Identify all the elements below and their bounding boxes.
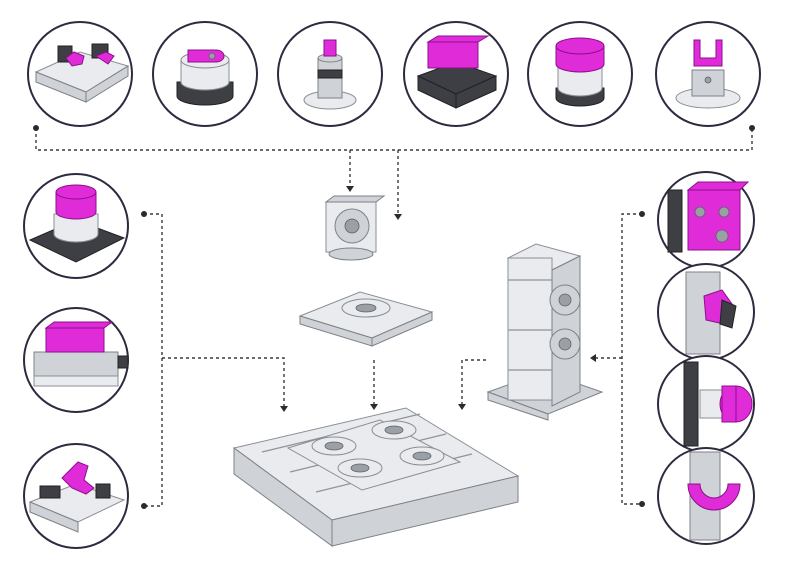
connector-left-to-table [162,357,285,406]
vise-body [33,351,119,377]
block-bore [715,229,729,243]
component-vise-with-magenta-block [23,307,129,413]
block-bore [694,206,706,218]
workpiece-cylinder-top [555,37,605,55]
component-base-plate-with-magenta-cylinder [23,173,129,279]
workpiece-block-top [44,321,114,329]
fixture-plate-side [85,65,129,103]
clamp-arm [187,49,225,63]
adapter-bore [704,76,712,84]
component-chuck-with-magenta-block [403,21,509,127]
arrow-head [590,354,596,362]
component-fixture-plate-with-clamps [27,21,133,127]
chuck-bore [355,303,377,313]
adapter-pin [323,39,337,57]
chuck-body [180,59,230,91]
connector-dot [141,211,147,217]
chuck-bore [558,293,572,307]
clamp-block [39,485,61,499]
workpiece-cylinder-top [55,184,97,200]
arrow-head [280,406,288,412]
column-face [507,257,553,401]
workpiece-block [45,327,105,353]
left-column [23,173,129,549]
adapter-base [328,247,374,261]
chuck-bore [344,218,360,234]
component-chuck-with-magenta-cylinder [527,21,633,127]
left-column-bus-line [144,213,163,507]
workpiece-crescent [687,483,741,511]
chuck-body [53,213,99,243]
chuck-bore [384,425,404,435]
component-tombstone-column-with-two-chucks [486,243,604,421]
component-machine-table-with-four-chucks [232,407,520,547]
connector-lines [35,128,753,507]
arrow-head [370,404,378,410]
arrow-head [346,186,354,192]
component-gripper-adapter [655,21,761,127]
block-bore [718,206,730,218]
chuck-bore [558,337,572,351]
component-single-chuck-pallet [298,291,434,347]
adapter-ring [317,69,343,79]
workpiece-round-side [721,385,737,423]
adapter-top [324,195,386,203]
center-parts [232,195,604,547]
component-chuck-with-magenta-clamp-arm [152,21,258,127]
right-column [657,171,755,545]
connector-dots [33,125,755,509]
component-plate-with-magenta-round-part [657,355,755,453]
connector-dot [33,125,39,131]
chuck-bore [412,451,432,461]
mount-plate [667,189,683,253]
arrow-heads [280,186,596,412]
chuck-bore [324,441,344,451]
chuck-bore [350,463,370,473]
workpiece-block [427,41,479,69]
connector-dot [749,125,755,131]
top-row-bus-line [35,128,753,151]
component-pin-adapter [277,21,383,127]
clamp-block [95,483,111,499]
workpiece-block [687,189,741,251]
workpiece-cylinder [55,191,97,220]
vise-base [33,375,119,387]
component-side-clamping-fixture [657,263,755,361]
right-column-bus-line [621,213,642,505]
component-magenta-block-with-bores [657,171,755,269]
mount-plate [683,361,699,447]
component-rail-with-magenta-crescent-part [657,447,755,545]
connector-dot [141,503,147,509]
clamp-bore [208,52,216,60]
workpiece [65,51,85,67]
chuck-body [699,389,723,419]
workpiece [94,51,115,65]
vise-handle [117,355,129,369]
component-fixture-with-magenta-clamp [23,443,129,549]
workpiece-clamp [61,461,95,495]
pallet-side [371,311,433,347]
fixture-plate-side [29,501,79,533]
arrow-head [394,214,402,220]
arrow-head [458,404,466,410]
workpiece-block-top [426,35,490,43]
connector-dot [639,211,645,217]
clamp-jaw [719,299,737,329]
chuck-body [557,65,603,97]
connector-column-to-table [461,359,486,404]
component-vertical-chuck-adapter [324,195,386,261]
connector-dot [639,501,645,507]
workpiece-block-top [686,181,750,191]
chuck-side [455,75,497,109]
top-row [27,21,761,127]
gripper-fork [693,39,723,67]
table-side [331,475,519,547]
column-base-side [487,391,549,421]
